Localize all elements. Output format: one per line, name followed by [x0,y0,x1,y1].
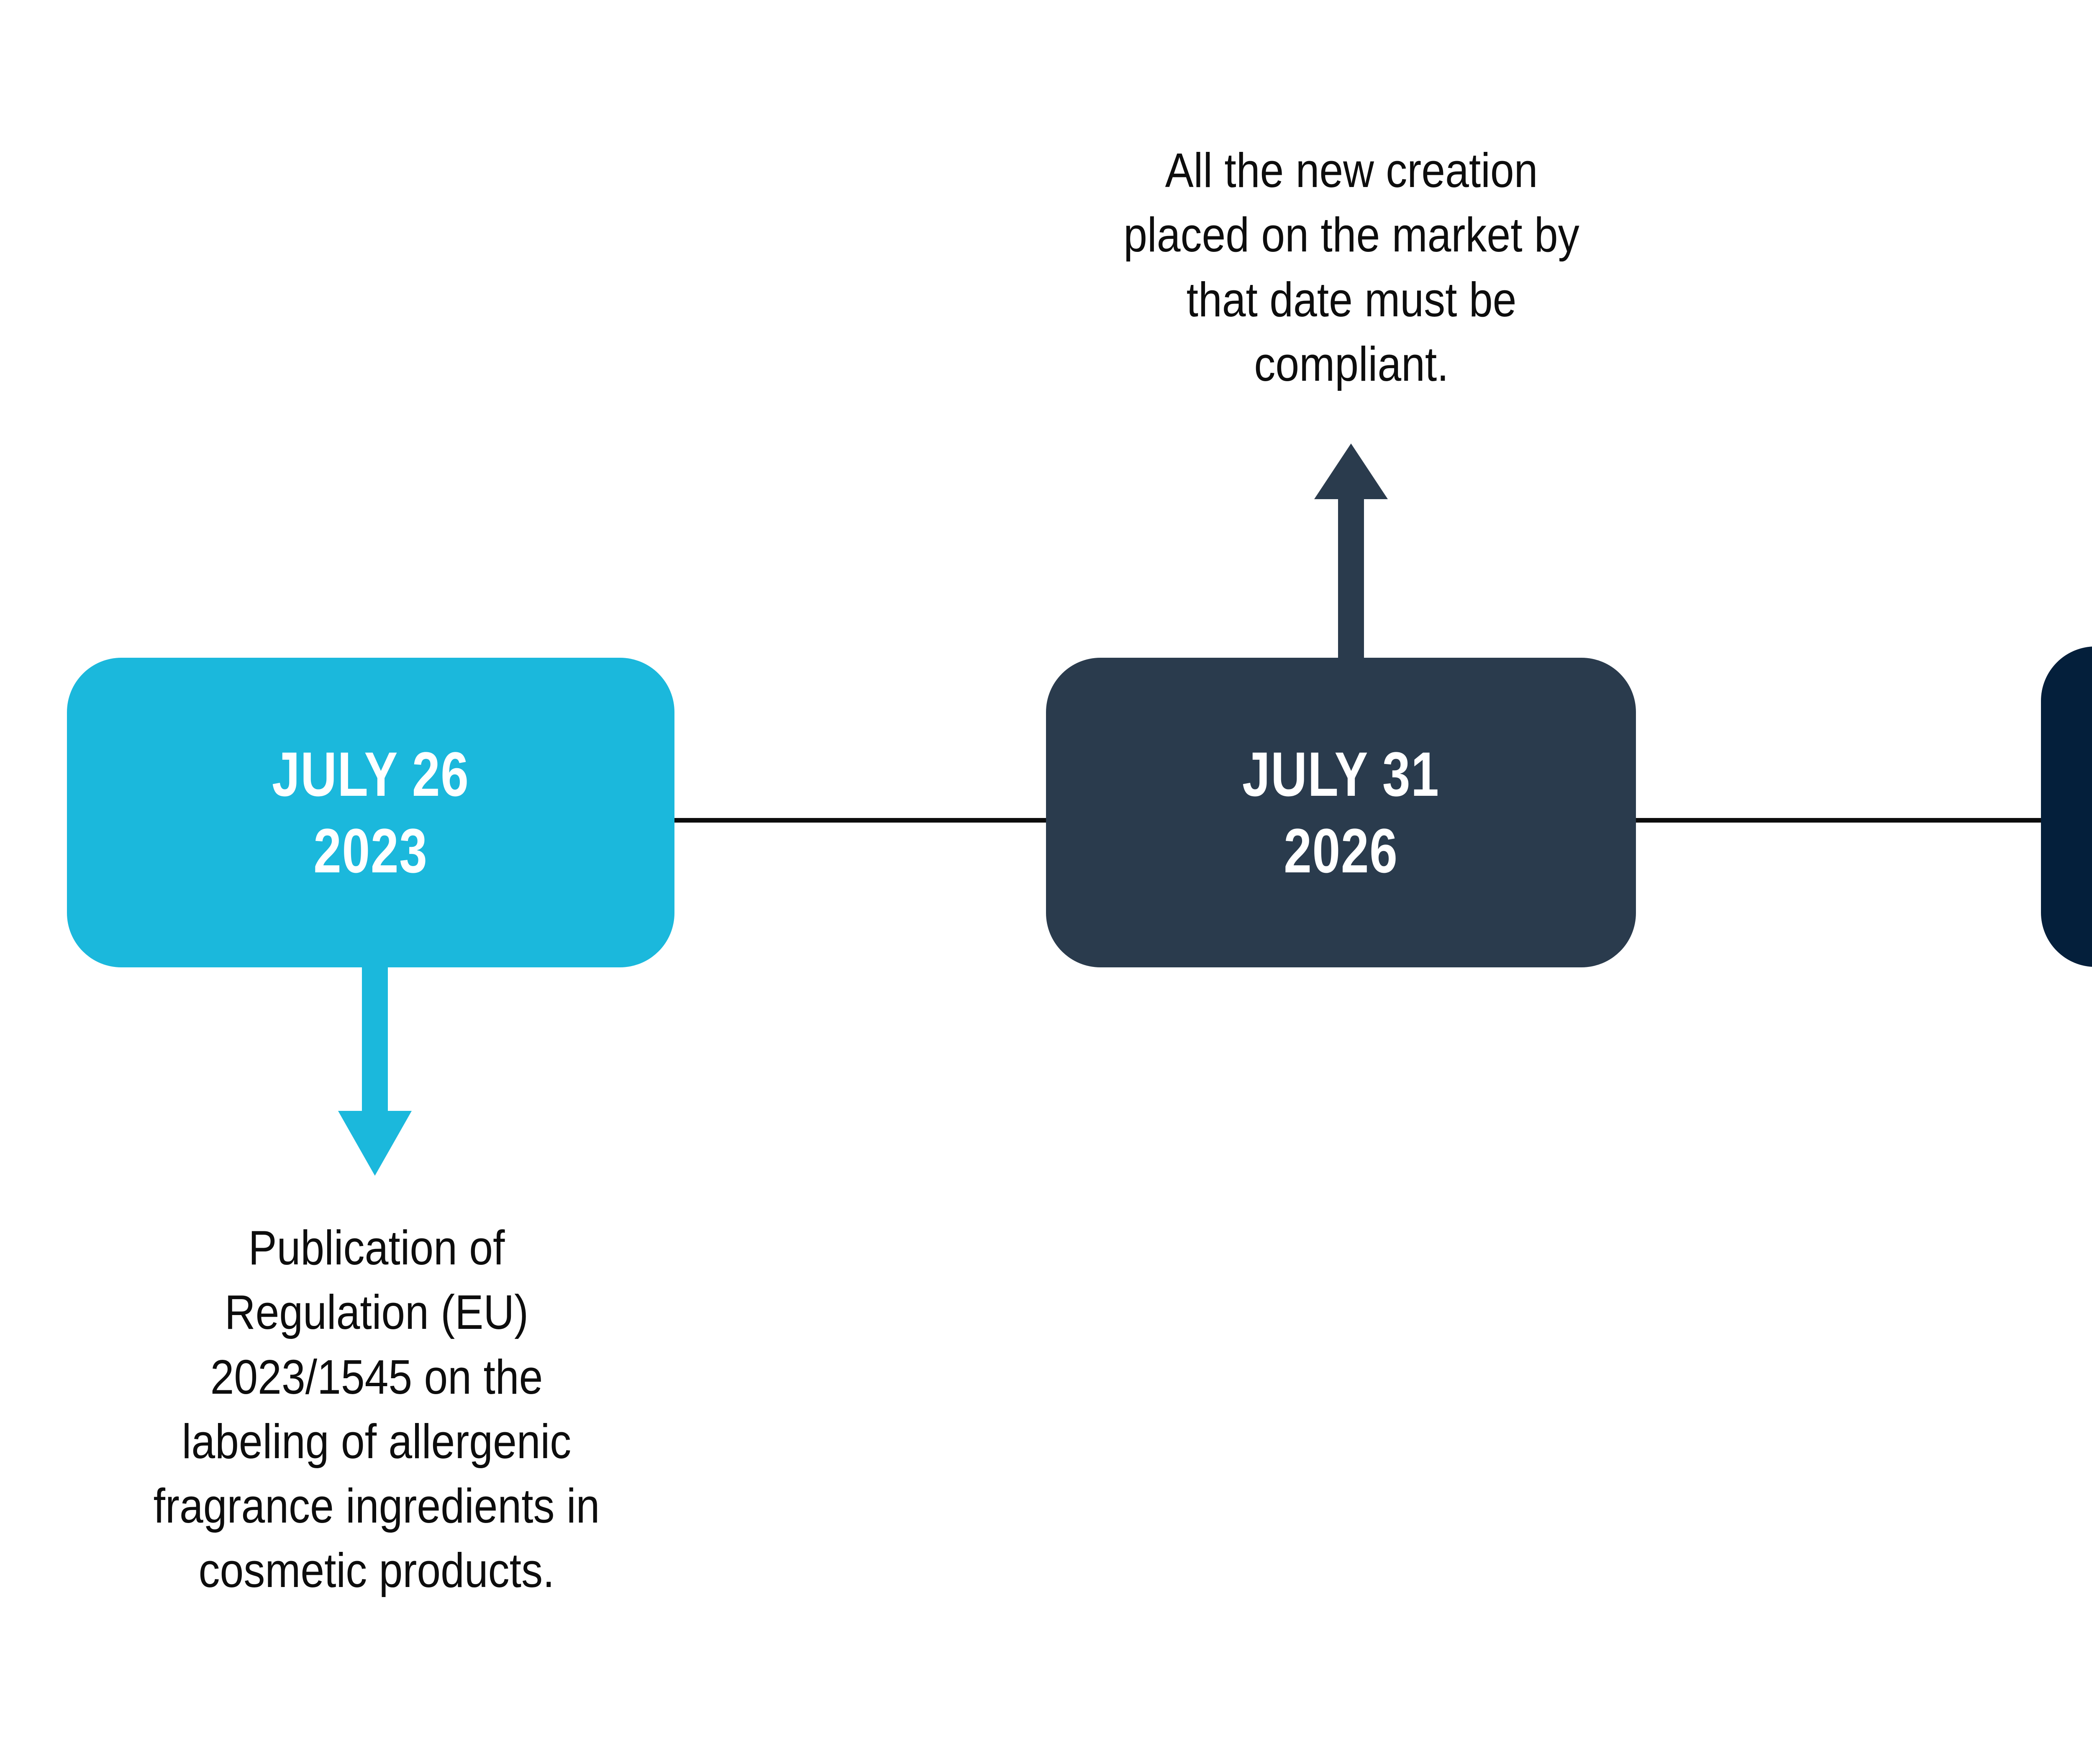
caption-publication-regulation: Publication of Regulation (EU) 2023/1545… [153,1220,600,1598]
connector-line-2026-2028 [1615,818,2063,823]
milestone-date-month-day-2023: JULY 26 [272,739,469,809]
milestone-box-july-26-2023[interactable]: JULY 26 2023 [67,658,674,967]
arrow-down-icon-2023-shaft [362,958,388,1113]
milestone-date-month-day-2026: JULY 31 [1242,739,1440,809]
caption-withdrawal-non-compliant: Withdrawal from the market of non-compli… [2034,1220,2092,1413]
milestone-date-year-2023: 2023 [313,815,428,886]
arrow-up-icon-2026-shaft [1338,498,1364,665]
milestone-date-year-2026: 2026 [1284,815,1398,886]
connector-line-2023-2026 [653,818,1067,823]
milestone-box-july-31-2026[interactable]: JULY 31 2026 [1046,658,1636,967]
milestone-box-july-31-2028[interactable]: JULY 31 2028 [2041,646,2092,967]
caption-new-creation-compliant: All the new creation placed on the marke… [1123,143,1579,391]
arrow-down-icon-2023-head [338,1111,412,1176]
arrow-up-icon-2026-head [1314,444,1388,499]
